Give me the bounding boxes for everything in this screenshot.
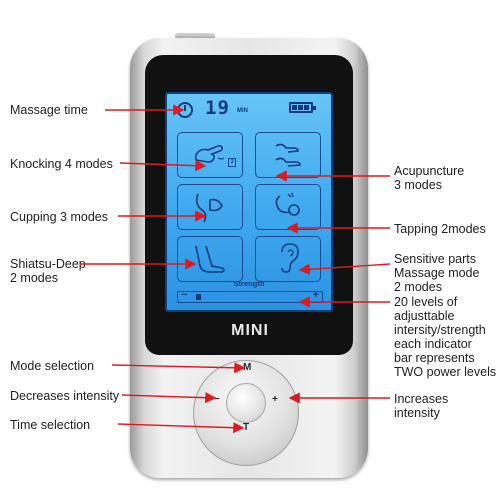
knocking-mode-icon: 3 [177,132,243,178]
callout-acupuncture: Acupuncture 3 modes [394,164,465,192]
status-row: 19 MIN [167,94,331,124]
brand-logo: MINI [231,322,269,339]
sensitive-parts-mode-icon [255,236,321,282]
callout-massage-time: Massage time [10,103,88,117]
strength-bar: − + [177,289,323,303]
callout-shiatsu: Shiatsu-Deep 2 modes [10,257,86,285]
callout-increases: Increases intensity [394,392,449,420]
strength-label: Strength [233,279,265,288]
knocking-mode-number: 3 [228,158,236,167]
cupping-mode-icon [177,184,243,230]
callout-mode-selection: Mode selection [10,359,95,373]
mode-grid: 3 [177,132,323,288]
decrease-button[interactable]: − [214,394,220,405]
shiatsu-mode-icon [177,236,243,282]
battery-icon [289,102,316,113]
callout-knocking: Knocking 4 modes [10,157,113,171]
mode-button[interactable]: M [243,362,252,373]
strength-plus-sign: + [312,289,319,301]
callout-time-selection: Time selection [10,418,91,432]
callout-tapping: Tapping 2modes [394,222,486,236]
power-slider[interactable] [175,33,215,41]
acupuncture-mode-icon [255,132,321,178]
strength-minus-sign: − [181,289,188,301]
increase-button[interactable]: + [272,394,278,405]
callout-sensitive: Sensitive parts Massage mode 2 modes [394,252,480,294]
time-button[interactable]: T [243,422,250,433]
callout-levels: 20 levels of adjusttable intersity/stren… [394,295,497,379]
tapping-mode-icon [255,184,321,230]
callout-cupping: Cupping 3 modes [10,210,108,224]
strength-level-fill [196,294,201,300]
clock-icon [177,102,193,118]
center-button[interactable] [226,383,266,423]
callout-decreases: Decreases intensity [10,389,120,403]
lcd-screen: 19 MIN 3 Strength − [165,92,333,312]
massage-time-value: 19 [205,97,230,119]
massage-time-unit: MIN [237,108,248,114]
